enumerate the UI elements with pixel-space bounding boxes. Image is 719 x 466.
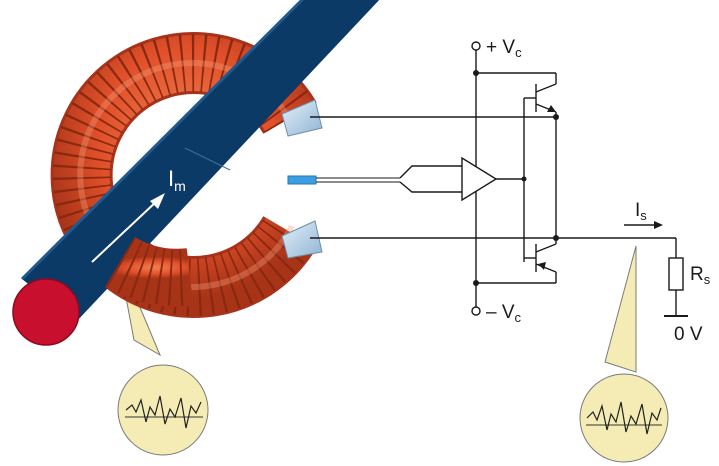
junction-dots — [473, 70, 559, 286]
sense-resistor — [668, 257, 684, 291]
hall-sensor-chip — [287, 175, 400, 185]
right-scope-callout — [579, 245, 669, 463]
conductor-end-cap — [13, 279, 79, 345]
positive-supply-label: + Vc — [486, 37, 522, 60]
amplifier-symbol — [461, 156, 498, 202]
noisy-waveform-icon — [125, 395, 203, 429]
npn-transistor — [524, 83, 557, 113]
primary-current-label: Im — [168, 166, 186, 194]
secondary-current-arrow — [624, 221, 663, 229]
ground-label: 0 V — [674, 324, 703, 345]
primary-current-arrow — [91, 193, 165, 263]
positive-supply-terminal — [471, 41, 481, 51]
toroid-coil — [50, 32, 317, 318]
toroid-coil-front — [105, 236, 194, 307]
primary-conductor — [12, 0, 380, 346]
negative-supply-terminal — [471, 306, 481, 316]
noisy-waveform-icon — [586, 401, 662, 435]
pnp-transistor — [524, 243, 557, 273]
hall-pole-pieces — [281, 99, 323, 259]
negative-supply-label: – Vc — [486, 302, 522, 325]
secondary-current-label: Is — [635, 200, 647, 223]
resistor-label: Rs — [690, 264, 711, 287]
conductor-seam — [184, 147, 231, 171]
